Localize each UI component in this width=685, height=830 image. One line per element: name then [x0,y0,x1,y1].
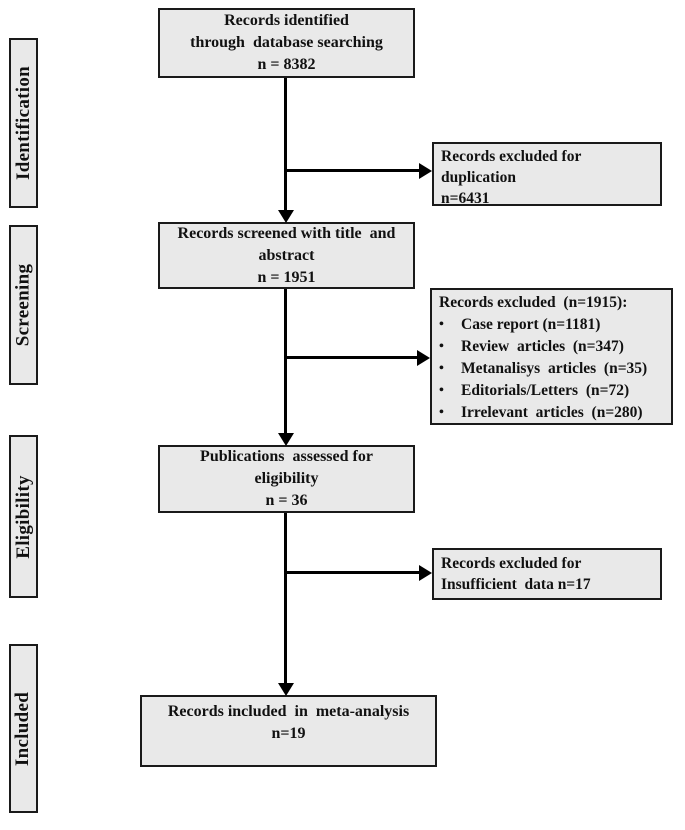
exclusion-bullet-item: • Editorials/Letters (n=72) [439,380,664,402]
flow-box-count: n=19 [271,725,306,742]
stage-box-identification: Identification [9,38,38,208]
flow-box-line: eligibility [254,470,319,487]
flow-box-records-screened: Records screened with title and abstract… [158,222,415,289]
arrowhead-right-insufficient [419,565,432,581]
exclusion-bullet-item: • Irrelevant articles (n=280) [439,402,664,424]
exclusion-line: Records excluded for [441,555,582,572]
stage-label-included: Included [12,691,34,766]
bullet-icon: • [439,317,444,332]
arrowhead-right-title-abstract [417,350,430,366]
flow-box-records-identified: Records identified through database sear… [158,8,415,78]
arrowhead-down-assessed [278,433,294,446]
exclusion-box-duplication: Records excluded for duplication n=6431 [432,142,662,207]
arrowhead-down-included [278,683,294,696]
connector-branch-title-abstract [285,356,418,359]
bullet-icon: • [439,339,444,354]
exclusion-bullet-item: • Review articles (n=347) [439,336,664,358]
exclusion-box-title-abstract: Records excluded (n=1915): • Case report… [430,288,673,425]
stage-box-eligibility: Eligibility [9,435,38,598]
exclusion-line: Records excluded for [441,148,582,165]
flow-box-line: through database searching [190,34,383,51]
stage-label-identification: Identification [12,66,34,180]
exclusion-item-label: Review articles (n=347) [461,338,624,355]
exclusion-item-label: Case report (n=1181) [461,316,601,333]
flow-box-records-included: Records included in meta-analysis n=19 [140,695,437,767]
flow-box-count: n = 1951 [257,268,316,286]
connector-screened-to-assessed [284,289,287,435]
exclusion-line: Insufficient data n=17 [441,576,591,593]
flow-box-line: Records included in meta-analysis [167,703,410,720]
arrowhead-right-duplication [419,163,432,179]
exclusion-count: n=6431 [441,190,490,207]
exclusion-item-label: Irrelevant articles (n=280) [461,404,643,421]
exclusion-header: Records excluded (n=1915): [439,294,628,311]
exclusion-item-label: Editorials/Letters (n=72) [461,382,630,399]
exclusion-line: duplication [441,169,516,186]
connector-identified-to-screened [284,78,287,212]
exclusion-bullet-item: • Metanalisys articles (n=35) [439,358,664,380]
exclusion-item-label: Metanalisys articles (n=35) [461,360,648,377]
flow-box-line: Records screened with title and [177,224,396,242]
bullet-icon: • [439,361,444,376]
bullet-icon: • [439,405,444,420]
exclusion-bullet-item: • Case report (n=1181) [439,314,664,336]
connector-branch-insufficient [285,571,420,574]
stage-label-screening: Screening [12,263,34,347]
bullet-icon: • [439,383,444,398]
stage-box-included: Included [9,644,38,813]
connector-branch-duplication [285,169,420,172]
flow-box-count: n = 36 [265,492,308,509]
exclusion-box-insufficient-data: Records excluded for Insufficient data n… [432,548,662,600]
flow-box-line: Records identified [224,12,349,29]
arrowhead-down-screened [278,210,294,223]
flow-box-publications-assessed: Publications assessed for eligibility n … [158,445,415,513]
connector-assessed-to-included [284,513,287,685]
flow-box-line: Publications assessed for [200,448,373,465]
flow-box-count: n = 8382 [257,56,316,73]
stage-label-eligibility: Eligibility [12,474,34,559]
stage-box-screening: Screening [9,225,38,385]
flow-box-line: abstract [258,246,315,264]
